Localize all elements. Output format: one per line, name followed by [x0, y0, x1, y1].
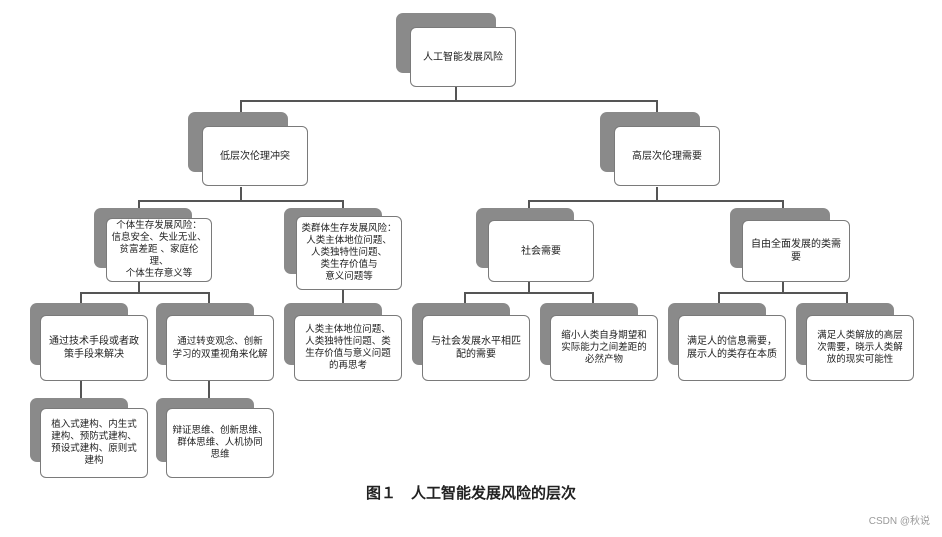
node-narrow-gap: 缩小人类自身期望和 实际能力之间差距的 必然产物 [540, 303, 660, 383]
node-match-social-label: 与社会发展水平相匹 配的需要 [422, 315, 530, 381]
node-individual-risk-label: 个体生存发展风险： 信息安全、失业无业、 贫富差距 、家庭伦理、 个体生存意义等 [106, 218, 212, 282]
node-low-conflict: 低层次伦理冲突 [188, 112, 310, 188]
connector [138, 281, 140, 293]
node-high-needs-label: 高层次伦理需要 [614, 126, 720, 186]
connector [208, 380, 210, 400]
node-low-conflict-label: 低层次伦理冲突 [202, 126, 308, 186]
node-liberation: 满足人类解放的高层 次需要，晓示人类解 放的现实可能性 [796, 303, 916, 383]
node-info-needs: 满足人的信息需要， 展示人的类存在本质 [668, 303, 788, 383]
figure-caption: 图１ 人工智能发展风险的层次 [365, 484, 576, 502]
node-individual-risk: 个体生存发展风险： 信息安全、失业无业、 贫富差距 、家庭伦理、 个体生存意义等 [94, 208, 214, 284]
connector [656, 100, 658, 116]
connector [208, 292, 210, 304]
node-social-needs-label: 社会需要 [488, 220, 594, 282]
connector [464, 292, 594, 294]
connector [455, 87, 457, 101]
connector [240, 100, 242, 116]
node-rethink-label: 人类主体地位问题、 人类独特性问题、类 生存价值与意义问题 的再思考 [294, 315, 402, 381]
node-high-needs: 高层次伦理需要 [600, 112, 722, 188]
connector [240, 187, 242, 201]
connector [80, 292, 82, 304]
node-root: 人工智能发展风险 [396, 13, 518, 89]
connector [80, 380, 82, 400]
connector [342, 290, 344, 304]
node-root-label: 人工智能发展风险 [410, 27, 516, 87]
node-free-development-label: 自由全面发展的类需要 [742, 220, 850, 282]
connector [528, 281, 530, 293]
connector [718, 292, 720, 304]
node-tech-means-label: 通过技术手段或者政 策手段来解决 [40, 315, 148, 381]
connector [528, 200, 530, 210]
connector [846, 292, 848, 304]
node-match-social: 与社会发展水平相匹 配的需要 [412, 303, 532, 383]
node-rethink: 人类主体地位问题、 人类独特性问题、类 生存价值与意义问题 的再思考 [284, 303, 404, 383]
node-free-development: 自由全面发展的类需要 [730, 208, 852, 284]
node-embed-build-label: 植入式建构、内生式 建构、预防式建构、 预设式建构、原则式 建构 [40, 408, 148, 478]
node-group-risk-label: 类群体生存发展风险： 人类主体地位问题、 人类独特性问题、 类生存价值与 意义问… [296, 216, 402, 290]
connector [592, 292, 594, 304]
node-info-needs-label: 满足人的信息需要， 展示人的类存在本质 [678, 315, 786, 381]
connector [342, 200, 344, 210]
connector [656, 187, 658, 201]
connector [464, 292, 466, 304]
connector [528, 200, 784, 202]
node-tech-means: 通过技术手段或者政 策手段来解决 [30, 303, 150, 383]
watermark: CSDN @秋说 [868, 516, 930, 527]
connector [718, 292, 848, 294]
node-concept-change: 通过转变观念、创新 学习的双重视角来化解 [156, 303, 276, 383]
connector [80, 292, 210, 294]
connector [240, 100, 658, 102]
node-concept-change-label: 通过转变观念、创新 学习的双重视角来化解 [166, 315, 274, 381]
node-narrow-gap-label: 缩小人类自身期望和 实际能力之间差距的 必然产物 [550, 315, 658, 381]
node-thinking: 辩证思维、创新思维、 群体思维、人机协同 思维 [156, 398, 276, 480]
connector [138, 200, 344, 202]
node-embed-build: 植入式建构、内生式 建构、预防式建构、 预设式建构、原则式 建构 [30, 398, 150, 480]
node-liberation-label: 满足人类解放的高层 次需要，晓示人类解 放的现实可能性 [806, 315, 914, 381]
connector [782, 281, 784, 293]
connector [138, 200, 140, 210]
node-group-risk: 类群体生存发展风险： 人类主体地位问题、 人类独特性问题、 类生存价值与 意义问… [284, 208, 404, 292]
connector [782, 200, 784, 210]
node-thinking-label: 辩证思维、创新思维、 群体思维、人机协同 思维 [166, 408, 274, 478]
node-social-needs: 社会需要 [476, 208, 596, 284]
